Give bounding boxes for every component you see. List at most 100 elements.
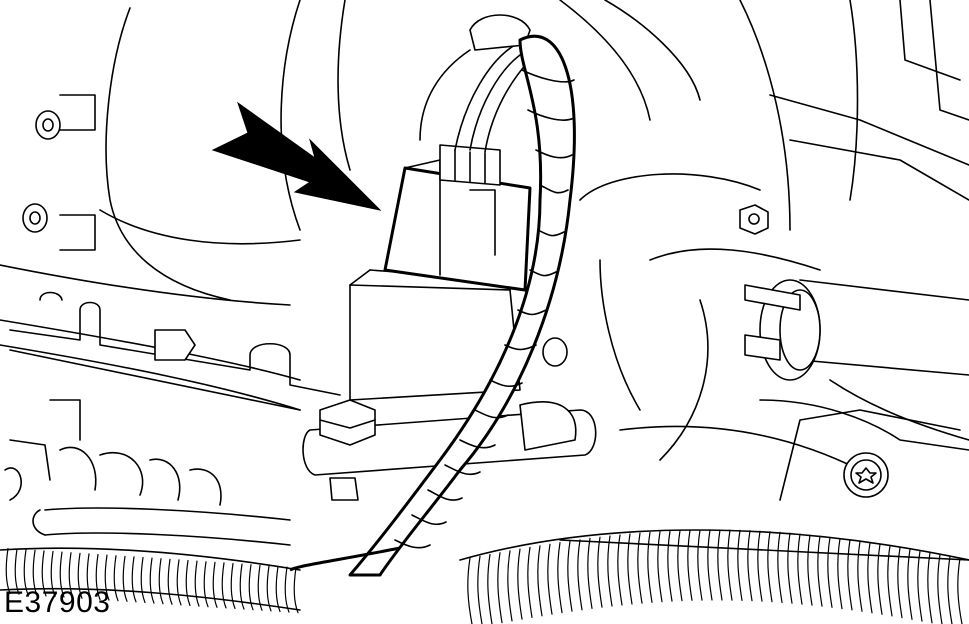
- corrugated-conduit-right: [459, 529, 969, 624]
- outline-stroke: [95, 553, 101, 601]
- outline-stroke: [185, 559, 191, 607]
- outline-stroke: [677, 530, 683, 602]
- outline-stroke: [167, 558, 173, 605]
- sensor-mount: [302, 269, 597, 501]
- outline-stroke: [617, 534, 623, 606]
- mounting-bosses: [22, 110, 61, 233]
- outline-stroke: [637, 532, 643, 604]
- outline-stroke: [517, 309, 547, 316]
- outline-stroke: [203, 561, 209, 608]
- outline-stroke: [459, 439, 496, 449]
- outline-stroke: [657, 531, 663, 603]
- outline-stroke: [917, 550, 923, 622]
- outline-stroke: [787, 532, 793, 604]
- outline-stroke: [86, 553, 92, 600]
- outline-stroke: [547, 543, 553, 615]
- outline-stroke: [777, 531, 783, 603]
- outline-stroke: [737, 529, 743, 601]
- outline-stroke: [293, 567, 299, 614]
- outline-stroke: [284, 566, 290, 613]
- outline-stroke: [537, 545, 543, 617]
- outline-stroke: [937, 554, 943, 624]
- outline-stroke: [411, 514, 447, 526]
- outline-stroke: [477, 555, 483, 624]
- outline-stroke: [41, 550, 47, 597]
- outline-stroke: [557, 542, 563, 614]
- outline-stroke: [467, 557, 473, 624]
- outline-stroke: [727, 529, 733, 601]
- outline-stroke: [230, 562, 236, 610]
- connector-wires: [454, 14, 531, 153]
- outline-stroke: [877, 543, 883, 615]
- outline-stroke: [149, 557, 155, 604]
- outline-stroke: [266, 565, 272, 612]
- outline-stroke: [927, 552, 933, 624]
- outline-stroke: [537, 229, 565, 237]
- outline-stroke: [647, 531, 653, 603]
- outline-stroke: [59, 551, 65, 598]
- outline-stroke: [697, 529, 703, 601]
- indicator-arrow: [211, 101, 382, 211]
- outline-stroke: [239, 563, 245, 610]
- outline-stroke: [687, 529, 693, 601]
- outline-stroke: [257, 564, 263, 611]
- outline-stroke: [717, 529, 723, 601]
- outline-stroke: [23, 549, 29, 596]
- outline-stroke: [212, 561, 218, 608]
- outline-stroke: [444, 464, 481, 476]
- outline-stroke: [32, 549, 38, 596]
- wiring-harness: [289, 34, 576, 577]
- outline-stroke: [807, 534, 813, 606]
- outline-stroke: [474, 409, 509, 419]
- outline-stroke: [504, 344, 537, 351]
- outline-stroke: [427, 489, 463, 501]
- outline-stroke: [527, 546, 533, 618]
- outline-stroke: [747, 530, 753, 602]
- hose-clamp: [744, 279, 969, 381]
- outline-stroke: [517, 548, 523, 620]
- outline-stroke: [539, 184, 569, 194]
- outline-stroke: [907, 548, 913, 620]
- outline-stroke: [577, 539, 583, 611]
- outline-stroke: [837, 538, 843, 610]
- outline-stroke: [104, 554, 110, 601]
- outline-stroke: [767, 531, 773, 603]
- outline-stroke: [817, 535, 823, 607]
- figure-reference-code: E37903: [4, 586, 111, 619]
- outline-stroke: [757, 530, 763, 602]
- outline-stroke: [140, 556, 146, 604]
- upper-bolt: [739, 204, 769, 235]
- outline-stroke: [527, 109, 575, 121]
- outline-stroke: [68, 552, 74, 599]
- outline-stroke: [567, 540, 573, 612]
- outline-stroke: [887, 545, 893, 617]
- outline-stroke: [0, 547, 301, 571]
- outline-stroke: [535, 149, 573, 159]
- outline-stroke: [797, 533, 803, 605]
- outline-stroke: [667, 530, 673, 602]
- outline-stroke: [607, 535, 613, 607]
- outline-stroke: [587, 537, 593, 609]
- lower-right-bracket: [759, 399, 969, 501]
- electrical-connector: [383, 144, 532, 292]
- outline-stroke: [867, 542, 873, 614]
- outline-stroke: [857, 540, 863, 612]
- outline-stroke: [897, 547, 903, 619]
- outline-stroke: [275, 565, 281, 613]
- outline-stroke: [497, 552, 503, 624]
- outline-stroke: [947, 555, 953, 624]
- outline-stroke: [0, 587, 301, 611]
- lower-hose: [32, 507, 291, 546]
- outline-stroke: [597, 536, 603, 608]
- outline-stroke: [158, 558, 164, 605]
- corrugated-conduit-left: [0, 547, 301, 614]
- outline-stroke: [529, 269, 557, 277]
- outline-stroke: [489, 379, 523, 388]
- outline-stroke: [394, 539, 431, 549]
- outline-stroke: [521, 69, 575, 83]
- outline-stroke: [77, 552, 83, 599]
- outline-stroke: [14, 548, 20, 595]
- outline-stroke: [122, 555, 128, 602]
- outline-stroke: [176, 559, 182, 606]
